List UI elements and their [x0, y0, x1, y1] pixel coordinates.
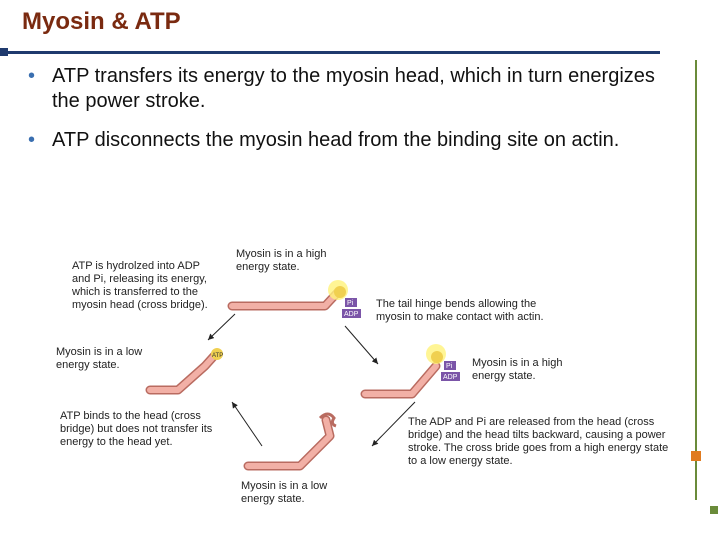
bullet-item: •ATP transfers its energy to the myosin …: [28, 65, 655, 112]
bullet-icon: •: [28, 65, 36, 87]
pi-tag-icon: [444, 361, 456, 370]
bullet-item: •ATP disconnects the myosin head from th…: [28, 129, 620, 151]
page-title: Myosin & ATP: [22, 8, 181, 35]
atp-tag-label: ATP: [212, 353, 223, 359]
myosin-top-high-energy: [227, 280, 348, 311]
arrow-to-left: [207, 313, 236, 341]
pi-tag-label: Pi: [446, 363, 453, 370]
pi-tag-label: Pi: [347, 300, 354, 307]
arrow-to-left-from-bottom: [231, 401, 263, 447]
title-divider: [6, 51, 660, 54]
label-adp-pi-released: The ADP and Pi are released from the hea…: [408, 416, 669, 467]
myosin-left-low-energy: [145, 348, 223, 395]
adp-tag-icon: [342, 309, 361, 318]
label-right-high-energy: Myosin is in a high energy state.: [472, 357, 563, 382]
title-square-decoration: [0, 48, 8, 56]
label-tail-hinge: The tail hinge bends allowing the myosin…: [376, 298, 544, 323]
adp-tag-label: ADP: [344, 311, 359, 318]
bullet-list: •ATP transfers its energy to the myosin …: [28, 64, 678, 167]
label-atp-hydrolyzed: ATP is hydrolzed into ADP and Pi, releas…: [72, 260, 208, 311]
arrow-to-bottom: [371, 401, 416, 447]
label-left-low-energy: Myosin is in a low energy state.: [56, 346, 143, 371]
orange-square-decoration: [691, 451, 701, 461]
myosin-bottom-low-energy: [243, 412, 337, 471]
myosin-right-high-energy: [360, 344, 446, 399]
adp-tag-icon: [441, 372, 460, 381]
right-border-line: [695, 60, 697, 500]
bullet-icon: •: [28, 129, 36, 151]
green-square-decoration: [710, 506, 718, 514]
label-atp-binds: ATP binds to the head (cross bridge) but…: [60, 410, 213, 448]
arrow-to-right: [344, 325, 379, 365]
pi-tag-icon: [345, 298, 357, 307]
label-top-high-energy: Myosin is in a high energy state.: [236, 248, 327, 273]
adp-tag-label: ADP: [443, 374, 458, 381]
label-bottom-low-energy: Myosin is in a low energy state.: [241, 480, 328, 505]
